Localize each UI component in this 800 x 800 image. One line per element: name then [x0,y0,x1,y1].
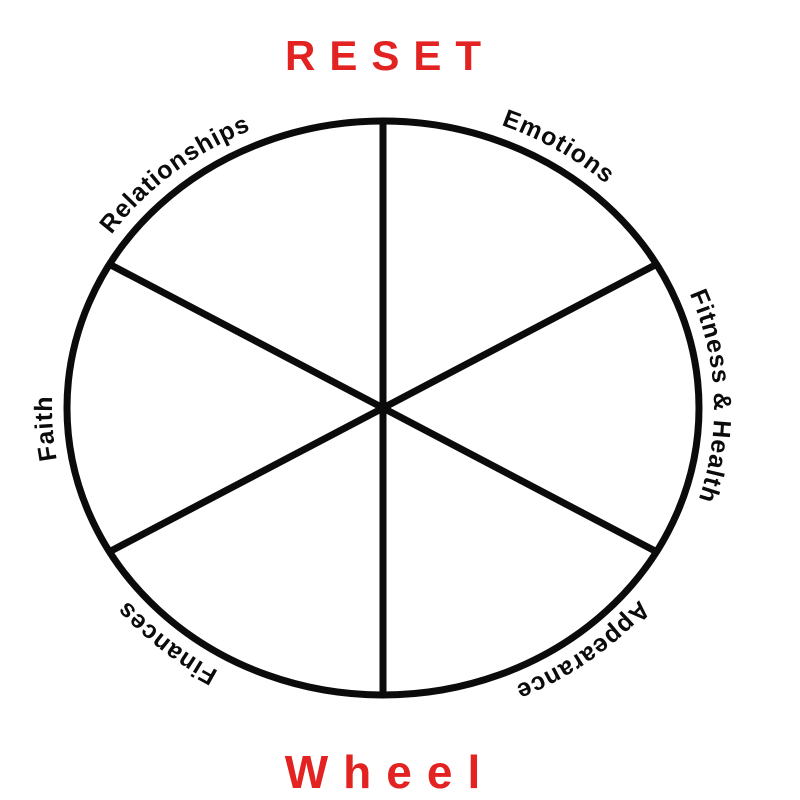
wheel-label-relationships: Relationships [94,110,254,239]
wheel-label-appearance: Appearance [512,596,655,707]
spoke-diagonal-up [107,260,659,556]
title-wheel: Wheel [285,746,495,798]
wheel-label-faith: Faith [30,395,63,463]
title-reset: RESET [285,32,495,79]
